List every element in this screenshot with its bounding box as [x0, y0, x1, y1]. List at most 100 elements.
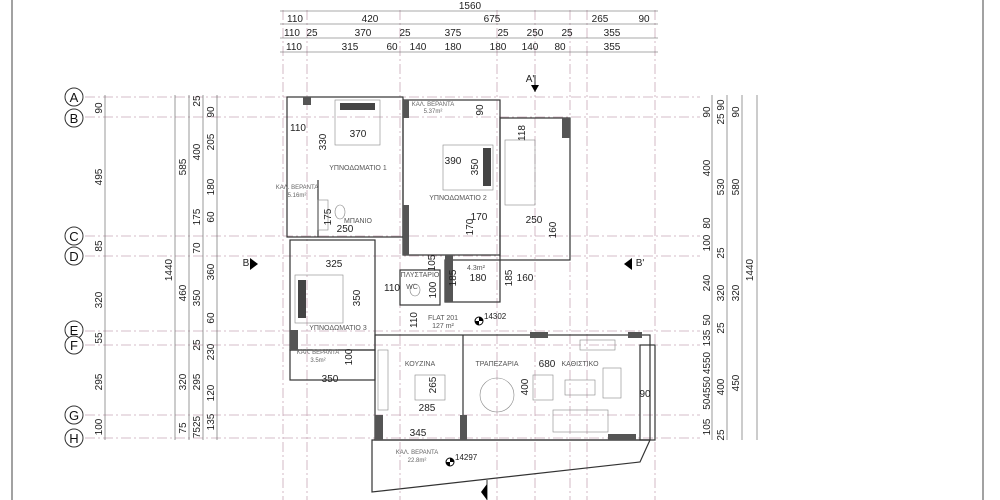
side-sofa: [602, 367, 622, 399]
room-dimensions: 110 370 330 90 390 350 118 175 250 170 1…: [290, 104, 651, 439]
room-living: ΚΑΘΙΣΤΙΚΟ: [561, 361, 599, 368]
level-marker-1: 14302: [474, 312, 507, 326]
dimension-label: 170: [471, 212, 488, 223]
drawing-line: [371, 439, 651, 493]
dimension-label: 185: [448, 269, 459, 286]
dimension-label: 3.5m²: [310, 358, 325, 364]
dimension-label: 100: [702, 234, 713, 251]
dimension-label: 350: [192, 289, 203, 306]
dimension-label: 400: [520, 378, 531, 395]
drawing-line: [375, 415, 383, 440]
toilet-2: [409, 283, 421, 297]
section-arrow-bottom-icon: [481, 484, 487, 500]
dimension-label: 355: [604, 42, 621, 53]
drawing-line: [303, 97, 311, 105]
dimension-label: 400: [702, 159, 713, 176]
dimension-label: 320: [716, 284, 727, 301]
dimension-label: G: [69, 408, 79, 423]
dimension-label: 25: [192, 339, 203, 351]
dimension-label: 14302: [484, 312, 507, 321]
dimension-label: 110: [286, 42, 302, 53]
grid-bubble-g: G: [64, 405, 84, 425]
dimension-label: 110: [287, 14, 303, 25]
dimension-label: 75: [178, 422, 189, 434]
dimension-label: 100: [428, 281, 439, 298]
toilet-1: [334, 204, 346, 220]
drawing-line: [64, 87, 84, 107]
dimension-label: 90: [702, 106, 713, 118]
bed-2: [442, 144, 494, 191]
dimension-label: 70: [192, 242, 203, 254]
dimension-label: 110: [290, 123, 306, 134]
room-bathroom: ΜΠΑΝΙΟ: [344, 218, 373, 225]
dimension-label: 60: [206, 312, 217, 324]
drawing-line: [530, 332, 548, 338]
dimension-label: 135: [206, 413, 217, 430]
bed-1: [334, 99, 381, 146]
dimension-label: 1440: [745, 258, 756, 281]
flat-area: 127 m²: [432, 323, 454, 330]
dimension-label: 135: [702, 329, 713, 346]
dimension-label: 320: [94, 291, 105, 308]
drawing-line: [445, 255, 453, 302]
dimension-label: 4550: [702, 351, 713, 374]
dimension-label: F: [70, 338, 78, 353]
dimension-label: 320: [178, 373, 189, 390]
dimension-label: 170: [465, 218, 476, 235]
flat-name: FLAT 201: [428, 315, 458, 322]
room-dining: ΤΡΑΠΕΖΑΡΙΑ: [475, 361, 518, 368]
dimension-label: 25 90: [716, 99, 727, 124]
dimension-label: 60: [206, 211, 217, 223]
dimension-label: 400: [716, 378, 727, 395]
drawing-line: [562, 118, 570, 138]
dimension-label: 90: [475, 104, 486, 116]
room-wc: WC: [406, 284, 418, 291]
kitchen-table: [414, 374, 446, 401]
dimension-label: 1560: [459, 1, 482, 12]
dimension-label: 160: [517, 273, 534, 284]
dimension-label: 495: [94, 168, 105, 185]
dimension-label: 504550: [702, 376, 713, 410]
dimension-label: 580: [731, 178, 742, 195]
section-markers: A' B B': [243, 74, 644, 500]
dimension-label: 25: [192, 95, 203, 107]
drawing-line: [290, 330, 298, 350]
dimension-label: 180: [470, 273, 487, 284]
dimension-label: 180: [490, 42, 507, 53]
dimension-label: 400: [192, 143, 203, 160]
dimension-label: 180: [206, 178, 217, 195]
dimension-label: 230: [206, 343, 217, 360]
level-marker-2: 14297: [445, 453, 478, 467]
dimension-label: 140: [522, 42, 539, 53]
dimension-label: 105: [427, 254, 438, 271]
dimension-label: 90: [731, 106, 742, 118]
dimension-label: 5.16m²: [288, 193, 307, 199]
dimension-label: 110: [284, 28, 300, 39]
dimension-label: B: [70, 111, 79, 126]
room-bedroom-1: ΥΠΝΟΔΩΜΑΤΙΟ 1: [329, 165, 387, 172]
dimension-label: 60: [386, 42, 398, 53]
grid-bubbles: A B C D E F G H: [64, 87, 84, 448]
dimension-label: 100: [94, 418, 105, 435]
dimension-label: 90: [638, 14, 650, 25]
dimension-label: 22.8m²: [408, 458, 427, 464]
tv-unit: [579, 339, 616, 351]
grid-bubble-a: A: [64, 87, 84, 107]
dimension-label: 350: [470, 158, 481, 175]
dimension-label: 330: [318, 133, 329, 150]
drawing-line: [64, 405, 84, 425]
dimension-label: 185: [504, 269, 515, 286]
kitchen-counter: [377, 349, 389, 411]
dimension-label: 350: [322, 374, 339, 385]
dimension-label: 110: [384, 283, 400, 294]
dimension-label: 160: [548, 221, 559, 238]
dimension-label: 25: [399, 28, 411, 39]
grid-bubble-d: D: [64, 246, 84, 266]
dimension-label: 315: [342, 42, 359, 53]
bed-3: [294, 274, 344, 324]
drawing-line: [64, 335, 84, 355]
dimension-label: 180: [445, 42, 462, 53]
dimension-label: 265: [428, 376, 439, 393]
dimension-label: 450: [731, 374, 742, 391]
level-icon: [446, 458, 454, 466]
